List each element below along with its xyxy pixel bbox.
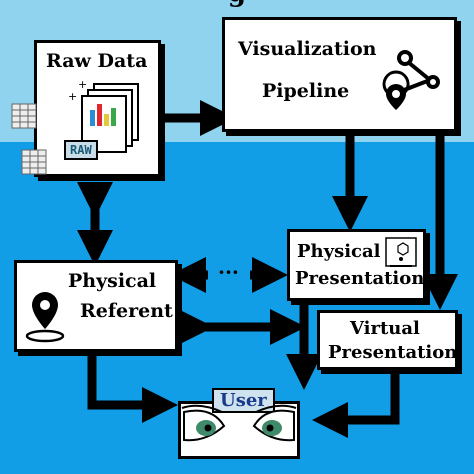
pipeline-label-line1: Visualization — [238, 38, 377, 60]
dotted-connection-label: ··· — [218, 260, 239, 284]
svg-text:+: + — [68, 90, 77, 103]
virtual-presentation-label-line1: Virtual — [350, 318, 420, 339]
visualization-pipeline-node — [222, 17, 457, 132]
virtual-presentation-node — [317, 310, 458, 370]
virtual-presentation-label-line2: Presentation — [328, 342, 458, 363]
raw-badge: RAW — [64, 140, 98, 160]
physical-referent-label-line1: Physical — [68, 270, 157, 292]
physical-referent-label-line2: Referent — [80, 300, 173, 322]
arrow-referent-to-user — [87, 352, 178, 423]
raw-data-label: Raw Data — [46, 50, 148, 72]
pipeline-label-line2: Pipeline — [262, 80, 350, 102]
title-fragment: g — [0, 0, 474, 8]
physical-presentation-label-line1: Physical — [297, 241, 381, 262]
user-label: User — [212, 388, 275, 413]
svg-text:+: + — [78, 78, 87, 91]
physical-presentation-label-line2: Presentation — [295, 268, 425, 289]
arrow-virtpres-to-user — [312, 370, 400, 438]
